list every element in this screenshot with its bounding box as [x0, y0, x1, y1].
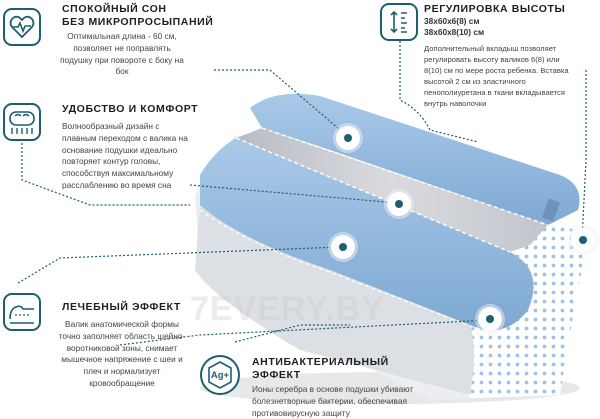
antibacterial-description: Ионы серебра в основе подушки убивают бо… [252, 384, 414, 418]
height-title: РЕГУЛИРОВКА ВЫСОТЫ [424, 3, 566, 15]
therapeutic-title: ЛЕЧЕБНЫЙ ЭФФЕКТ [62, 301, 181, 313]
height-size-1: 38х60х6(8) см [424, 16, 480, 26]
height-size-2: 38х60х8(10) см [424, 27, 485, 37]
wave-pillow-icon [3, 103, 41, 141]
ag-label: Ag+ [210, 369, 230, 381]
comfort-title: УДОБСТВО И КОМФОРТ [62, 103, 199, 115]
hotspot-dot[interactable] [336, 126, 360, 150]
therapeutic-description: Валик анатомической формы точно заполняе… [58, 319, 186, 388]
height-arrows-icon [380, 3, 418, 41]
neck-support-icon [3, 293, 41, 331]
hotspot-dot[interactable] [387, 192, 411, 216]
sleep-description: Оптимальная длина - 60 см, позволяет не … [60, 31, 184, 77]
hotspot-dot[interactable] [571, 228, 595, 252]
sleep-title: СПОКОЙНЫЙ СОН БЕЗ МИКРОПРОСЫПАНИЙ [62, 3, 214, 28]
silver-ion-icon: Ag+ [200, 355, 240, 395]
heart-pulse-icon [3, 8, 41, 46]
watermark: 7EVERY.BY [190, 290, 385, 328]
hotspot-dot[interactable] [478, 307, 502, 331]
height-description: Дополнительный вкладыш позволяет регулир… [424, 44, 569, 108]
antibacterial-title: АНТИБАКТЕРИАЛЬНЫЙ ЭФФЕКТ [252, 356, 389, 381]
hotspot-dot[interactable] [331, 235, 355, 259]
comfort-description: Волнообразный дизайн с плавным переходом… [62, 121, 188, 190]
